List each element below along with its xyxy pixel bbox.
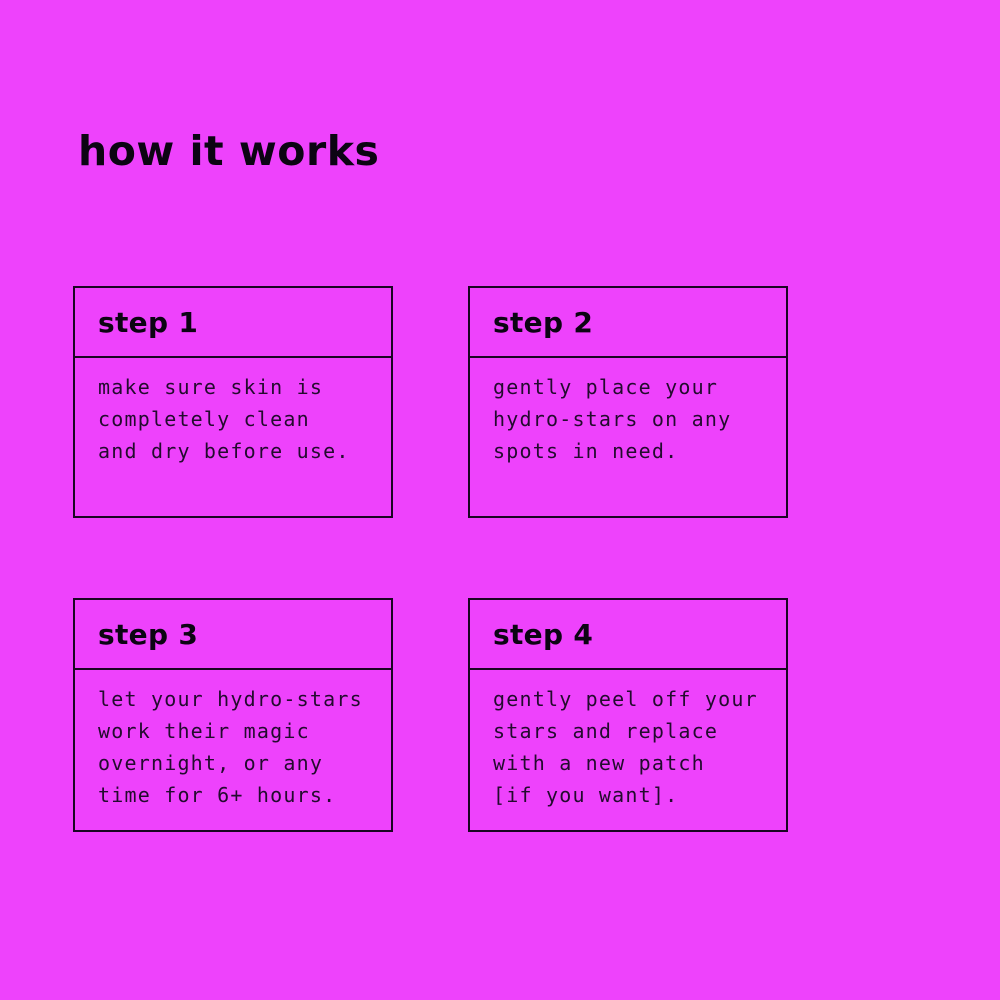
step-2-label: step 2 — [493, 305, 594, 339]
step-3-body: let your hydro-stars work their magic ov… — [98, 687, 363, 807]
step-2-header: step 2 — [470, 288, 786, 358]
step-2-body: gently place your hydro-stars on any spo… — [493, 375, 732, 463]
step-1-body: make sure skin is completely clean and d… — [98, 375, 350, 463]
step-3-header: step 3 — [75, 600, 391, 670]
step-3-label: step 3 — [98, 617, 199, 651]
step-1-header: step 1 — [75, 288, 391, 358]
step-card-4: step 4 gently peel off your stars and re… — [468, 598, 788, 832]
step-card-1: step 1 make sure skin is completely clea… — [73, 286, 393, 518]
step-4-label: step 4 — [493, 617, 594, 651]
page-title: how it works — [78, 127, 380, 176]
step-1-label: step 1 — [98, 305, 199, 339]
step-card-2: step 2 gently place your hydro-stars on … — [468, 286, 788, 518]
step-card-3: step 3 let your hydro-stars work their m… — [73, 598, 393, 832]
step-4-header: step 4 — [470, 600, 786, 670]
step-4-body: gently peel off your stars and replace w… — [493, 687, 758, 807]
